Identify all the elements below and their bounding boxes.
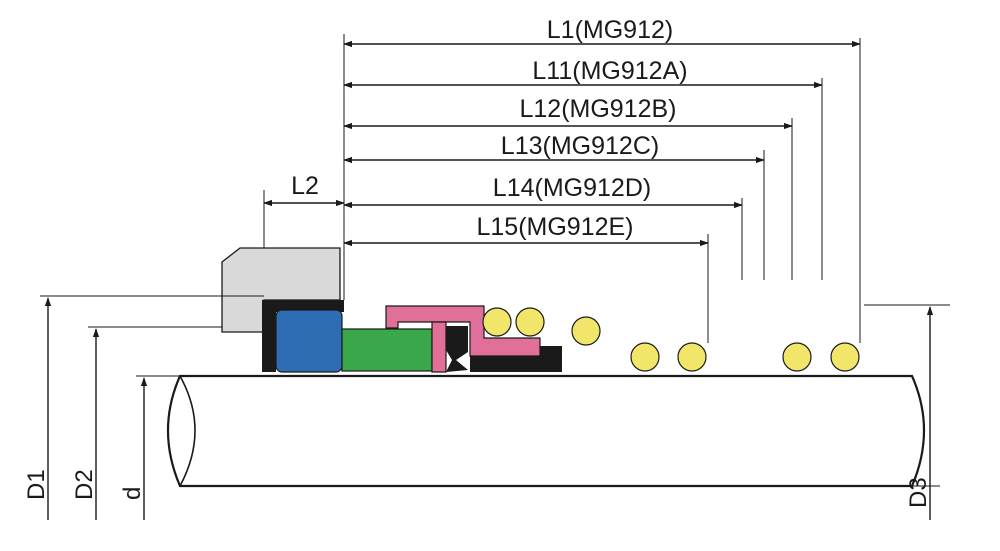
l13-label: L13(MG912C) <box>501 132 659 160</box>
shaft <box>166 374 926 488</box>
rubber-bellows <box>446 326 562 372</box>
stationary-seat-ring <box>275 309 343 373</box>
d-label: d <box>119 487 146 500</box>
d1-label: D1 <box>23 469 50 500</box>
l2-label: L2 <box>291 172 319 200</box>
seat-rubber-cup <box>262 300 344 372</box>
rotating-face-ring <box>341 328 433 372</box>
l11-label: L11(MG912A) <box>532 57 687 85</box>
l1-label: L1(MG912) <box>547 16 673 44</box>
extension-lines <box>40 34 950 487</box>
d2-label: D2 <box>71 469 98 500</box>
l15-label: L15(MG912E) <box>476 213 633 241</box>
l14-label: L14(MG912D) <box>493 174 651 202</box>
l12-label: L12(MG912B) <box>519 95 676 123</box>
d3-label: D3 <box>905 477 932 508</box>
spring-coils <box>482 307 860 372</box>
